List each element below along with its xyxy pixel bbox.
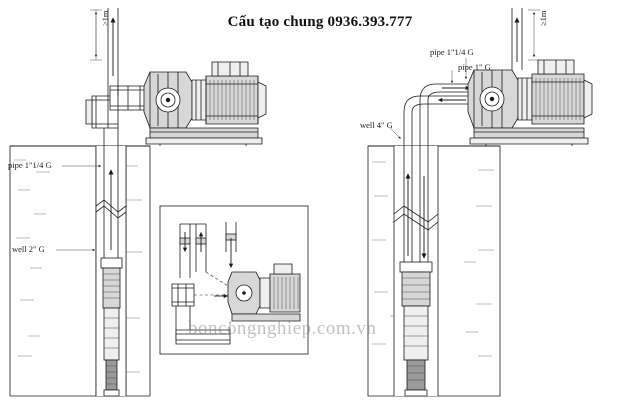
- left-height-mark-label: ≥1m: [100, 10, 110, 26]
- left-surface-pipework: [56, 8, 151, 252]
- left-ground-section: [9, 145, 151, 397]
- page-title: Cấu tạo chung 0936.393.777: [227, 14, 413, 30]
- left-submersible-pump: [100, 257, 123, 397]
- right-well-label: well 4" G: [360, 120, 393, 130]
- left-jet-pump: [143, 61, 267, 146]
- right-height-mark-label: ≥1m: [538, 10, 548, 26]
- inset-pump: [227, 263, 301, 322]
- left-pipe-label: pipe 1"1/4 G: [8, 160, 52, 170]
- right-pipe-1-label: pipe 1"1/4 G: [430, 47, 474, 57]
- detail-inset-box: [159, 205, 309, 355]
- watermark: boncongnghiep.com.vn: [188, 318, 377, 339]
- inset-elbow: [171, 283, 231, 345]
- right-ground-section: [367, 145, 501, 397]
- right-jet-pump: [467, 59, 593, 146]
- right-ejector-assembly: [399, 261, 433, 397]
- inset-pipes: [179, 222, 237, 278]
- right-surface-pipework: [389, 8, 540, 146]
- left-well-label: well 2" G: [12, 244, 45, 254]
- right-pipe-2-label: pipe 1" G: [458, 62, 491, 72]
